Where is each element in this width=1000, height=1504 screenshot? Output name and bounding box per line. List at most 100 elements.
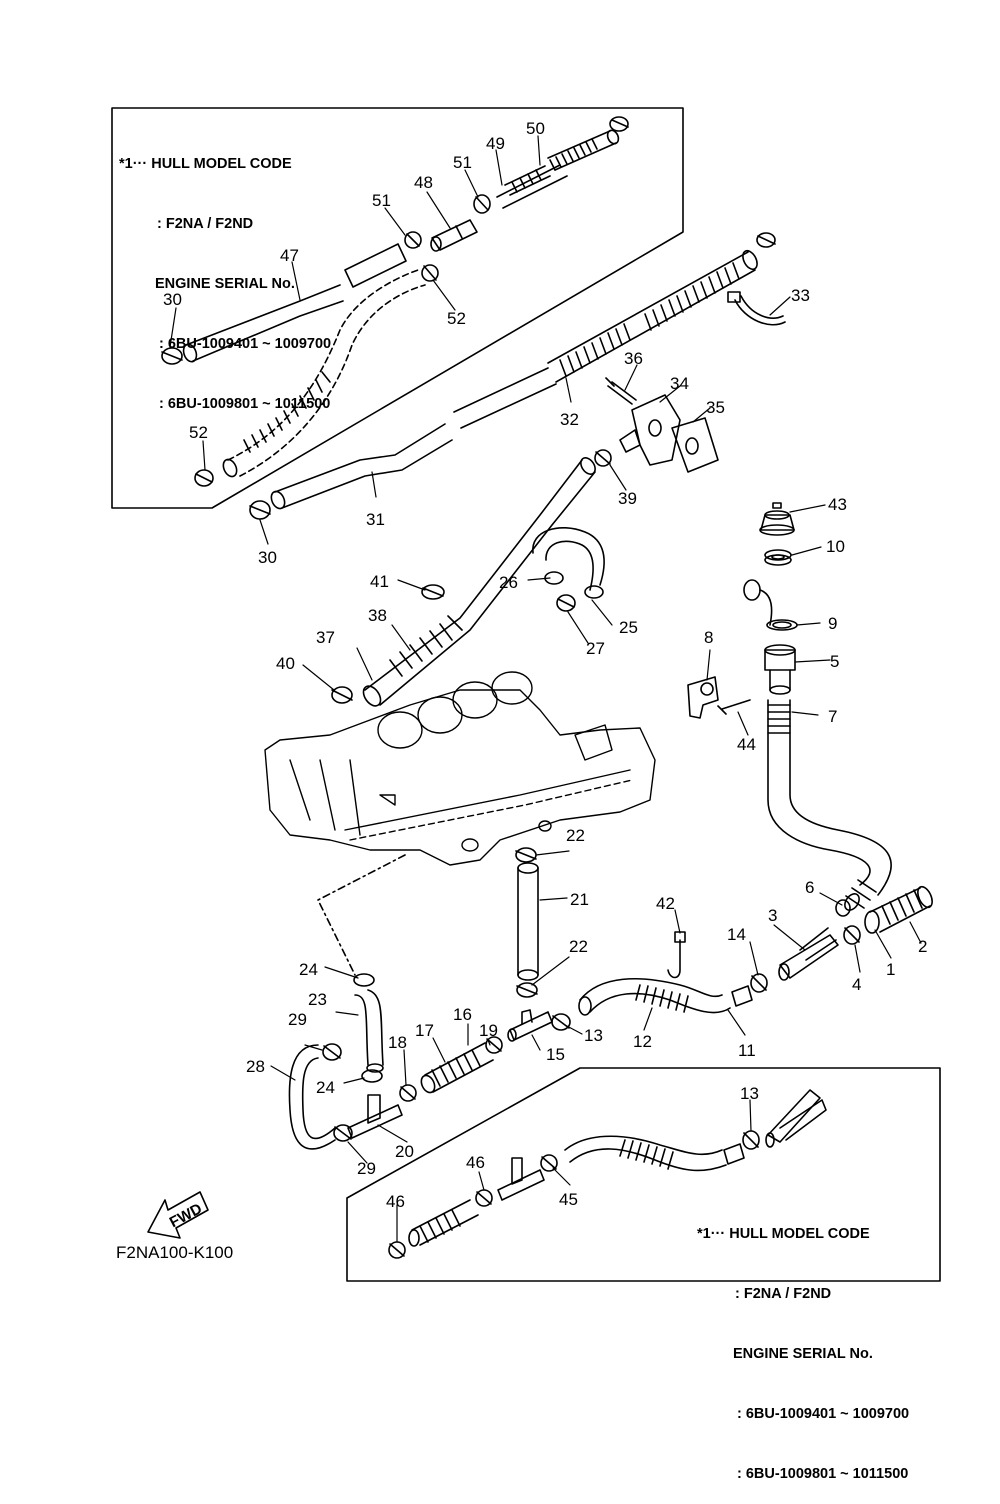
- label-36: 36: [624, 349, 643, 368]
- top-inset-note: *1··· HULL MODEL CODE : F2NA / F2ND ENGI…: [119, 114, 331, 434]
- label-37: 37: [316, 628, 335, 647]
- clamp-24-b: [361, 1069, 383, 1083]
- label-22-b: 22: [569, 937, 588, 956]
- label-12: 12: [633, 1032, 652, 1051]
- clamp-51-a: [473, 194, 491, 214]
- hook-42: [667, 931, 686, 979]
- inset-clamp-46-a: [475, 1189, 493, 1207]
- label-52-a: 52: [447, 309, 466, 328]
- label-14: 14: [727, 925, 746, 944]
- leader-lines: [169, 135, 922, 1243]
- label-51-b: 51: [372, 191, 391, 210]
- label-13-inset: 13: [740, 1084, 759, 1103]
- inset-clamp-13: [742, 1130, 760, 1150]
- clamp-39: [594, 449, 612, 467]
- label-21: 21: [570, 890, 589, 909]
- bottom-note-line1: *1··· HULL MODEL CODE: [697, 1226, 870, 1242]
- label-13: 13: [584, 1026, 603, 1045]
- y-fitting-3: [778, 927, 839, 981]
- label-18: 18: [388, 1033, 407, 1052]
- inset-clamp-46-b: [388, 1241, 406, 1259]
- label-23: 23: [308, 990, 327, 1009]
- label-17: 17: [415, 1021, 434, 1040]
- label-10: 10: [826, 537, 845, 556]
- clamp-32-end: [756, 232, 776, 248]
- clamp-52-a: [421, 264, 439, 282]
- label-47: 47: [280, 246, 299, 265]
- strap-33: [727, 291, 786, 326]
- clamp-13: [551, 1013, 571, 1031]
- inset-hose-46: [408, 1199, 479, 1247]
- bolt-44: [717, 699, 751, 715]
- label-27: 27: [586, 639, 605, 658]
- label-35: 35: [706, 398, 725, 417]
- clamp-24-a: [353, 973, 375, 987]
- hose-52-bellows: [222, 371, 331, 478]
- label-29-a: 29: [288, 1010, 307, 1029]
- hose-11: [578, 977, 753, 1016]
- bottom-note-line4: : 6BU-1009401 ~ 1009700: [737, 1406, 910, 1422]
- hose-21: [517, 862, 539, 981]
- bracket-8: [687, 676, 719, 719]
- hose-47: [182, 243, 407, 363]
- label-28: 28: [246, 1057, 265, 1076]
- label-42: 42: [656, 894, 675, 913]
- gasket-35: [671, 417, 719, 473]
- nut-10: [764, 549, 792, 566]
- bottom-inset-frame: [346, 1067, 941, 1282]
- hose-32: [453, 249, 758, 429]
- label-46-b: 46: [386, 1192, 405, 1211]
- fitting-48: [430, 219, 478, 252]
- label-38: 38: [368, 606, 387, 625]
- clamp-41: [421, 584, 445, 600]
- top-note-line1: *1··· HULL MODEL CODE: [119, 156, 292, 172]
- label-48: 48: [414, 173, 433, 192]
- clamp-40: [331, 686, 353, 704]
- hose-38: [362, 457, 596, 707]
- label-32: 32: [560, 410, 579, 429]
- label-52-b: 52: [189, 423, 208, 442]
- top-note-line5: : 6BU-1009801 ~ 1011500: [159, 396, 331, 412]
- label-19: 19: [479, 1021, 498, 1040]
- bottom-note-line5: : 6BU-1009801 ~ 1011500: [737, 1466, 909, 1482]
- hose-17: [420, 1042, 494, 1094]
- fwd-arrow: [147, 1191, 209, 1239]
- fitting-34: [619, 394, 681, 466]
- cap-43: [759, 502, 795, 536]
- clamp-18: [399, 1084, 417, 1102]
- label-41: 41: [370, 572, 389, 591]
- figure-code: F2NA100-K100: [116, 1243, 234, 1262]
- engine-block: [264, 671, 656, 866]
- label-8: 8: [704, 628, 713, 647]
- label-40: 40: [276, 654, 295, 673]
- label-43: 43: [828, 495, 847, 514]
- clamp-4: [843, 925, 861, 945]
- clamp-51-b: [404, 231, 422, 249]
- label-1: 1: [886, 960, 895, 979]
- label-34: 34: [670, 374, 689, 393]
- label-31: 31: [366, 510, 385, 529]
- label-44: 44: [737, 735, 756, 754]
- inset-hose: [564, 1135, 745, 1172]
- clamp-30-a: [161, 347, 183, 365]
- label-9: 9: [828, 614, 837, 633]
- bolt-36: [605, 377, 637, 405]
- label-51-a: 51: [453, 153, 472, 172]
- label-3: 3: [768, 906, 777, 925]
- tether-cap: [743, 579, 773, 626]
- label-16: 16: [453, 1005, 472, 1024]
- label-46-a: 46: [466, 1153, 485, 1172]
- label-5: 5: [830, 652, 839, 671]
- clamp-52-b: [194, 469, 214, 487]
- hose-25: [532, 526, 605, 599]
- label-25: 25: [619, 618, 638, 637]
- label-15: 15: [546, 1045, 565, 1064]
- label-29-b: 29: [357, 1159, 376, 1178]
- oring-9: [766, 619, 798, 631]
- clamp-29-b: [333, 1124, 353, 1142]
- label-45: 45: [559, 1190, 578, 1209]
- clamp-1: [864, 910, 880, 934]
- label-49: 49: [486, 134, 505, 153]
- label-11: 11: [738, 1041, 756, 1060]
- clamp-19: [485, 1036, 503, 1054]
